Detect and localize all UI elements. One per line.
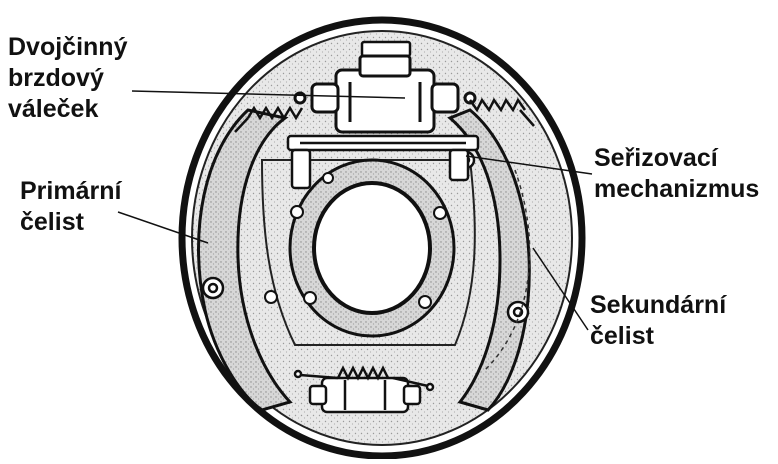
label-wheel-cylinder-line-2: brzdový: [8, 64, 104, 92]
leader-secondary-shoe: [532, 247, 589, 331]
label-primary-shoe-line-1: Primární: [20, 177, 122, 205]
hub-opening: [312, 181, 432, 315]
upper-return-springs: [234, 97, 535, 133]
label-wheel-cylinder-line-3: váleček: [8, 95, 99, 123]
lower-anchor-drawing: [293, 365, 435, 414]
label-wheel-cylinder: Dvojčinný brzdový váleček: [8, 32, 127, 125]
label-secondary-shoe: Sekundární čelist: [590, 290, 726, 352]
leader-adjuster: [465, 155, 593, 175]
leader-primary-shoe: [117, 211, 209, 244]
label-secondary-shoe-line-2: čelist: [590, 322, 654, 350]
label-primary-shoe-line-2: čelist: [20, 208, 84, 236]
secondary-shoe-shape: [447, 108, 531, 412]
anchor-tab: [360, 40, 412, 58]
adjuster-drawing: [286, 134, 480, 190]
label-wheel-cylinder-line-1: Dvojčinný: [8, 33, 128, 61]
label-adjuster-line-1: Seřizovací: [594, 144, 718, 172]
shoe-guide-dashed: [484, 169, 531, 371]
label-primary-shoe: Primární čelist: [20, 176, 121, 238]
label-secondary-shoe-line-1: Sekundární: [590, 291, 727, 319]
stud-holes: [264, 172, 447, 309]
label-adjuster-line-2: mechanizmus: [594, 175, 760, 203]
label-adjuster: Seřizovací mechanizmus: [594, 143, 759, 205]
primary-shoe-shape: [197, 108, 293, 412]
wheel-cylinder-drawing: [293, 54, 477, 134]
leader-wheel-cylinder: [131, 90, 406, 99]
hold-down-pins: [201, 276, 530, 324]
